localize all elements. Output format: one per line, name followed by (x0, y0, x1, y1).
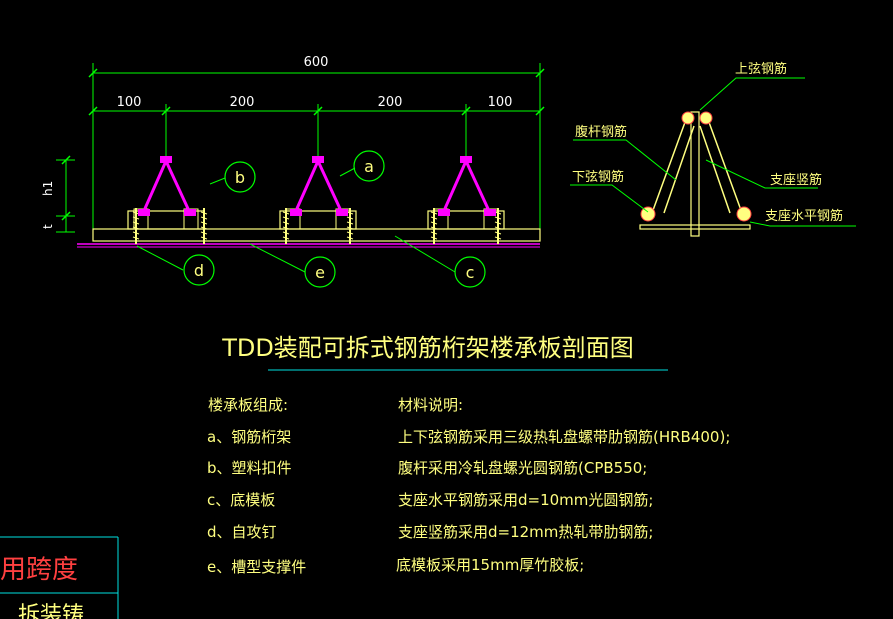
label-web-bar: 腹杆钢筋 (575, 124, 627, 140)
dim-h1: h1 (41, 181, 55, 196)
composition-item: b、塑料扣件 (207, 459, 292, 477)
composition-heading: 楼承板组成: (208, 396, 288, 414)
dim-seg3: 200 (378, 95, 403, 110)
dim-t: t (41, 224, 55, 229)
materials-heading: 材料说明: (398, 396, 463, 414)
support-detail (570, 77, 856, 237)
label-bottom-chord: 下弦钢筋 (572, 169, 624, 185)
side-table (0, 536, 119, 619)
dim-seg4: 100 (488, 95, 513, 110)
composition-item: a、钢筋桁架 (207, 428, 291, 446)
composition-item: d、自攻钉 (207, 523, 277, 541)
materials-item: 底模板采用15mm厚竹胶板; (396, 556, 584, 574)
marker-c: c (466, 263, 475, 282)
marker-a: a (364, 157, 374, 176)
dimension-lines (56, 63, 545, 233)
steel-trusses (141, 157, 492, 214)
leader-lines (136, 167, 456, 273)
side-table-text-1: 用跨度 (0, 555, 78, 585)
composition-item: c、底模板 (207, 491, 275, 509)
bottom-formwork (77, 228, 541, 248)
materials-item: 支座水平钢筋采用d=10mm光圆钢筋; (398, 491, 653, 509)
dim-total: 600 (304, 55, 329, 70)
materials-item: 支座竖筋采用d=12mm热轧带肋钢筋; (398, 523, 653, 541)
dim-seg1: 100 (117, 95, 142, 110)
marker-circles (183, 150, 486, 288)
label-vertical-bar: 支座竖筋 (770, 172, 822, 188)
drawing-title: TDD装配可拆式钢筋桁架楼承板剖面图 (221, 334, 634, 362)
dim-seg2: 200 (230, 95, 255, 110)
label-top-chord: 上弦钢筋 (735, 61, 787, 77)
truss-chords (138, 156, 496, 216)
marker-d: d (194, 261, 204, 280)
marker-b: b (235, 168, 245, 187)
side-table-text-2: 拆装铸 (18, 603, 84, 619)
materials-item: 腹杆采用冷轧盘螺光圆钢筋(CPB550; (398, 459, 647, 477)
marker-e: e (315, 263, 325, 282)
label-horizontal-bar: 支座水平钢筋 (765, 208, 843, 224)
materials-item: 上下弦钢筋采用三级热轧盘螺带肋钢筋(HRB400); (398, 428, 730, 446)
composition-item: e、槽型支撑件 (207, 558, 306, 576)
